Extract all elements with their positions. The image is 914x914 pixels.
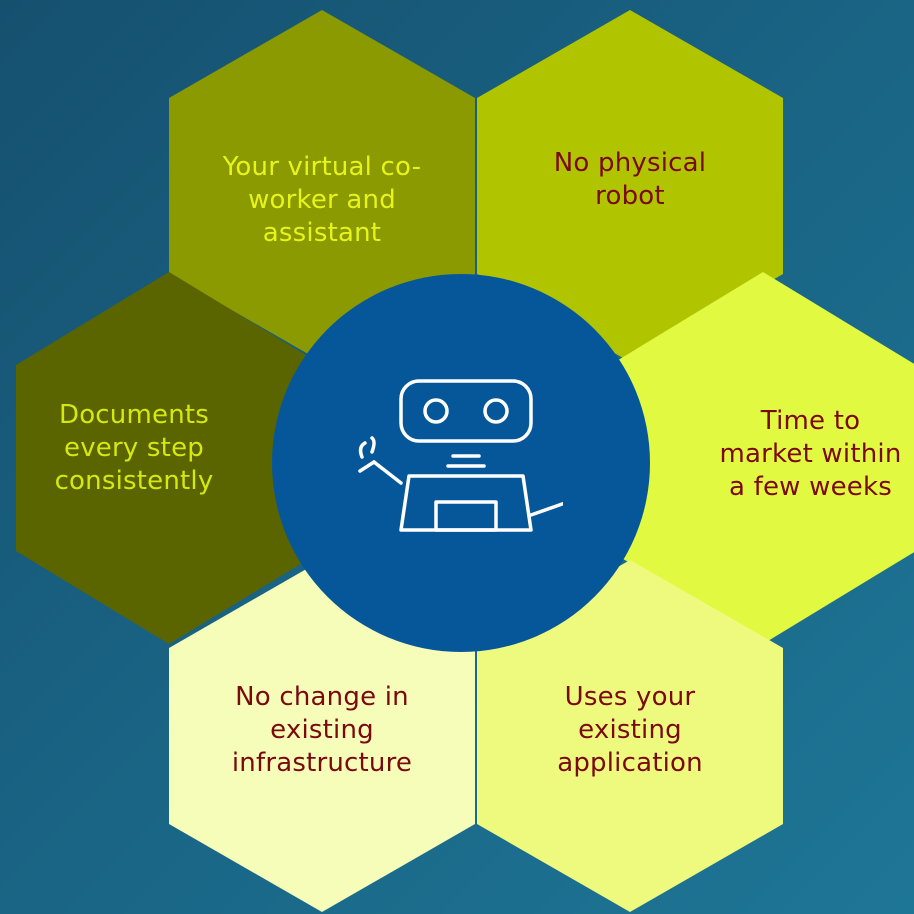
robot-left-hand [358, 441, 367, 459]
robot-left-finger [370, 436, 376, 454]
hex-documents: Documents every step consistently [16, 272, 322, 644]
robot-head [399, 379, 533, 443]
robot-left-forearm [358, 460, 376, 473]
hex-time-to-market-label: Time to market within a few weeks [719, 405, 902, 502]
hex-documents-label: Documents every step consistently [54, 399, 214, 496]
robot-body [399, 474, 533, 532]
robot-icon [358, 379, 563, 532]
hex-no-change-label: No change in existing infrastructure [231, 681, 413, 778]
center-circle [272, 274, 650, 652]
robot-right-arm [529, 501, 563, 517]
hex-no-physical-robot-label: No physical robot [553, 148, 707, 211]
hex-virtual-coworker-label: Your virtual co- worker and assistant [222, 151, 422, 248]
robot-left-arm [372, 460, 403, 485]
robot-panel [434, 500, 498, 532]
robot-right-eye [483, 398, 509, 424]
hex-uses-application-label: Uses your existing application [557, 681, 703, 778]
robot-left-eye [423, 398, 449, 424]
